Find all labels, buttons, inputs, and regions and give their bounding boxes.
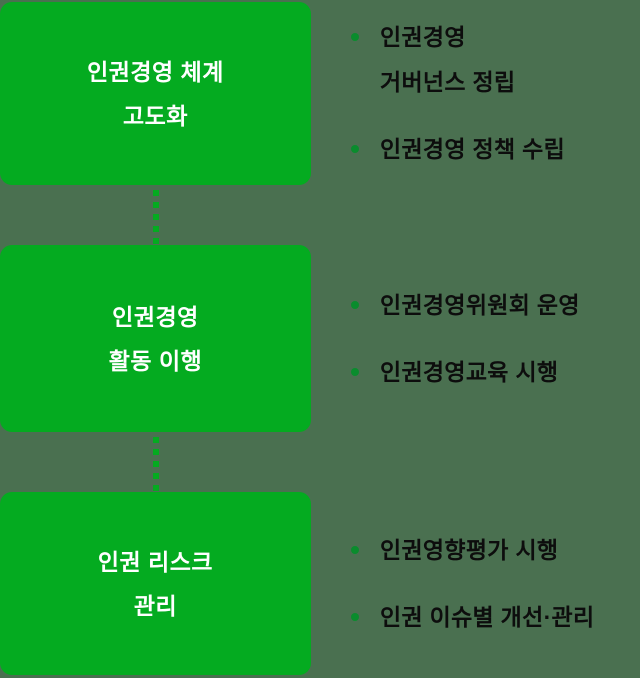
list-item: 인권영향평가 시행	[351, 528, 640, 573]
stage-2-item-list: 인권경영위원회 운영 인권경영교육 시행	[351, 283, 640, 395]
stage-box-label: 인권 리스크 관리	[97, 548, 214, 619]
dotted-connector-line-2	[153, 425, 159, 497]
list-item-text: 인권경영교육 시행	[380, 358, 559, 385]
list-item: 인권경영 거버넌스 정립	[351, 15, 640, 105]
bullet-icon	[351, 33, 359, 41]
stage-row-system-advancement: 인권경영 체계 고도화 인권경영 거버넌스 정립 인권경영 정책 수립	[0, 2, 640, 185]
stage-row-activity-implementation: 인권경영 활동 이행 인권경영위원회 운영 인권경영교육 시행	[0, 245, 640, 432]
bullet-icon	[351, 367, 359, 376]
bullet-icon	[351, 300, 359, 309]
list-item-text: 인권영향평가 시행	[380, 536, 559, 563]
bullet-icon	[351, 145, 359, 153]
stage-box-activity-implementation: 인권경영 활동 이행	[0, 245, 311, 432]
list-item: 인권 이슈별 개선·관리	[351, 595, 640, 640]
list-item: 인권경영 정책 수립	[351, 127, 640, 172]
stage-box-system-advancement: 인권경영 체계 고도화	[0, 2, 311, 185]
list-item: 인권경영교육 시행	[351, 350, 640, 395]
list-item-text: 인권경영 거버넌스 정립	[380, 24, 516, 95]
stage-box-label: 인권경영 체계 고도화	[87, 58, 224, 129]
dotted-connector-line-1	[153, 178, 159, 250]
list-item-text: 인권경영 정책 수립	[380, 136, 566, 162]
stage-1-item-list: 인권경영 거버넌스 정립 인권경영 정책 수립	[351, 15, 640, 172]
stage-box-risk-management: 인권 리스크 관리	[0, 492, 311, 675]
stage-box-label: 인권경영 활동 이행	[108, 303, 203, 374]
list-item-text: 인권경영위원회 운영	[380, 291, 580, 318]
stage-3-item-list: 인권영향평가 시행 인권 이슈별 개선·관리	[351, 528, 640, 640]
list-item-text: 인권 이슈별 개선·관리	[380, 603, 595, 630]
stage-row-risk-management: 인권 리스크 관리 인권영향평가 시행 인권 이슈별 개선·관리	[0, 492, 640, 675]
list-item: 인권경영위원회 운영	[351, 283, 640, 328]
bullet-icon	[351, 545, 359, 554]
bullet-icon	[351, 612, 359, 621]
